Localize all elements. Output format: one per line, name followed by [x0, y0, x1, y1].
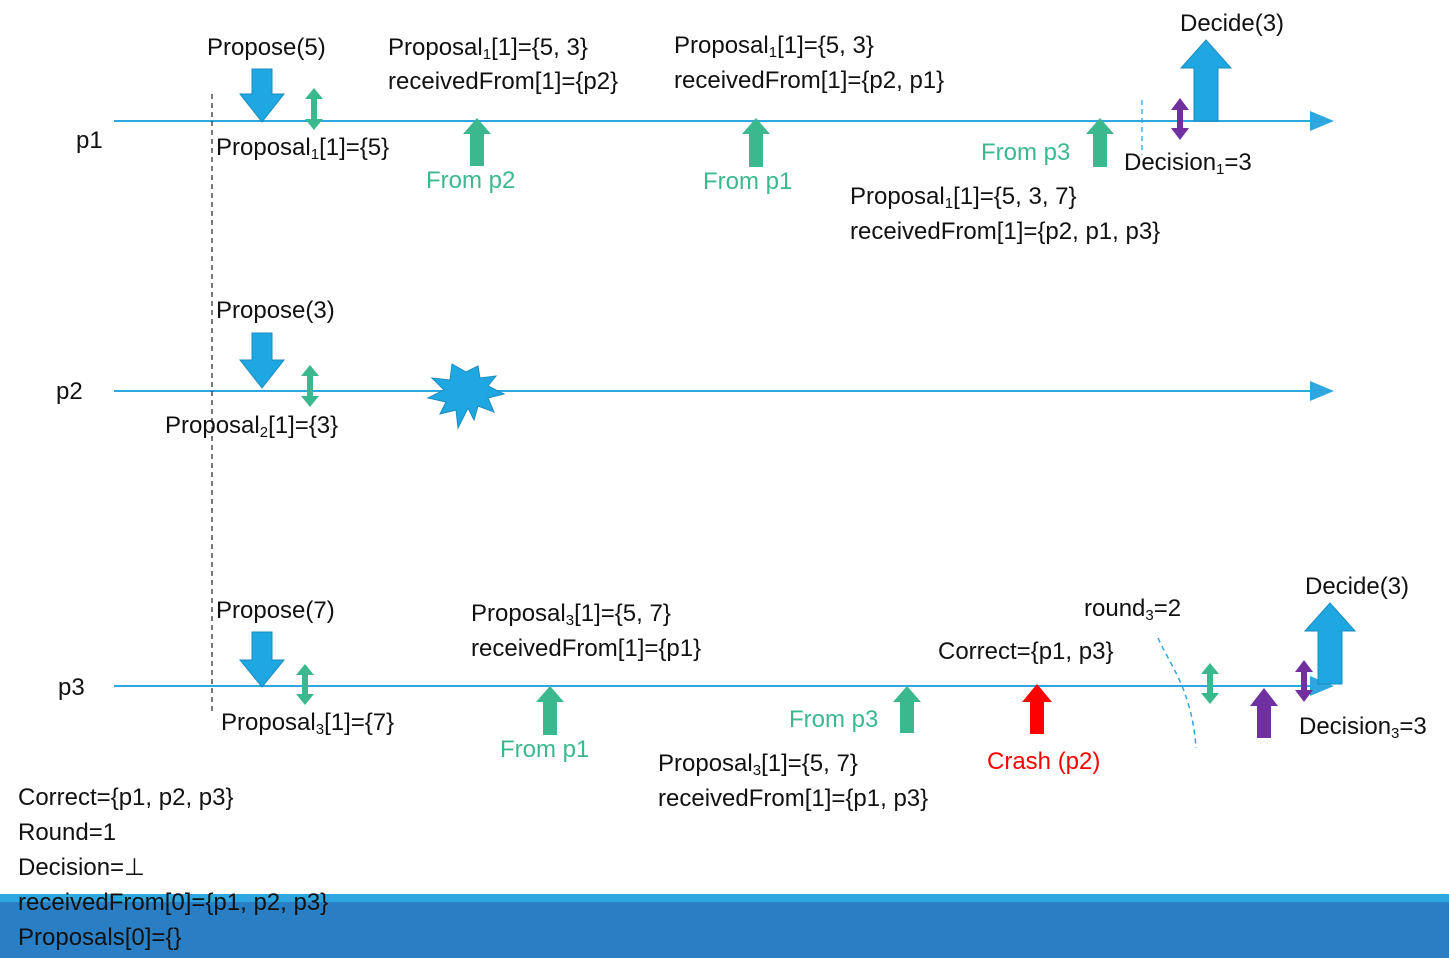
p3-round2-double-arrow	[1201, 663, 1219, 704]
p3-decision-double-arrow	[1295, 660, 1313, 702]
p3-receive-p1-arrow	[536, 686, 564, 735]
p3-decision-arrow	[1250, 688, 1278, 738]
p1-recv1-proposal-label: Proposal1[1]={5, 3}	[388, 34, 588, 63]
p1-decision-label: Decision1=3	[1124, 149, 1252, 178]
p1-local-double-arrow	[305, 88, 323, 130]
state-proposals: Proposals[0]={}	[18, 924, 182, 951]
p1-decision-double-arrow	[1171, 98, 1189, 140]
footer-band	[0, 894, 1449, 958]
p3-local-double-arrow	[296, 664, 314, 705]
p3-decide-label: Decide(3)	[1305, 573, 1410, 600]
p1-decide-arrow	[1179, 39, 1233, 122]
p2-initial-proposal-label: Proposal2[1]={3}	[165, 412, 339, 441]
p3-round-label: round3=2	[1084, 595, 1182, 624]
p1-from-p2-label: From p2	[426, 167, 516, 194]
state-correct: Correct={p1, p2, p3}	[18, 784, 234, 811]
process-label-p2: p2	[56, 378, 83, 405]
p1-receive-p3-arrow	[1086, 118, 1114, 167]
p1-propose-label: Propose(5)	[207, 34, 326, 61]
p1-from-p3-label: From p3	[981, 139, 1071, 166]
p3-from-p1-label: From p1	[500, 736, 590, 763]
p3-decide-arrow	[1303, 602, 1357, 685]
p1-receive-p2-arrow	[463, 118, 491, 166]
p1-recv3-proposal-label: Proposal1[1]={5, 3, 7}	[850, 183, 1077, 212]
p3-recv1-proposal-label: Proposal3[1]={5, 7}	[471, 600, 671, 629]
state-decision: Decision=⊥	[18, 854, 145, 881]
p1-decide-label: Decide(3)	[1180, 10, 1285, 37]
process-label-p3: p3	[58, 674, 85, 701]
initial-state-block: Correct={p1, p2, p3} Round=1 Decision=⊥ …	[18, 780, 328, 955]
p1-recv2-proposal-label: Proposal1[1]={5, 3}	[674, 32, 874, 61]
p3-correct-label: Correct={p1, p3}	[938, 638, 1114, 665]
p3-propose-label: Propose(7)	[216, 597, 335, 624]
p3-receive-p3-arrow	[893, 686, 921, 733]
p1-propose-arrow	[238, 68, 286, 123]
p1-recv1-from-label: receivedFrom[1]={p2}	[388, 68, 619, 95]
p2-propose-arrow	[238, 332, 286, 389]
p2-crash-burst	[426, 363, 506, 430]
state-round: Round=1	[18, 819, 117, 846]
p3-from-p3-label: From p3	[789, 706, 879, 733]
p3-crash-label: Crash (p2)	[987, 748, 1101, 775]
p3-propose-arrow	[238, 631, 286, 688]
process-label-p1: p1	[76, 127, 103, 154]
p3-initial-proposal-label: Proposal3[1]={7}	[221, 709, 395, 738]
p1-recv2-from-label: receivedFrom[1]={p2, p1}	[674, 67, 945, 94]
p2-propose-label: Propose(3)	[216, 297, 335, 324]
p3-recv1-from-label: receivedFrom[1]={p1}	[471, 635, 702, 662]
p1-from-p1-label: From p1	[703, 168, 793, 195]
p3-recv2-proposal-label: Proposal3[1]={5, 7}	[658, 750, 858, 779]
p3-decision-label: Decision3=3	[1299, 713, 1427, 742]
p1-receive-p1-arrow	[742, 118, 770, 167]
p1-initial-proposal-label: Proposal1[1]={5}	[216, 134, 390, 163]
p2-local-double-arrow	[301, 365, 319, 407]
state-received-from: receivedFrom[0]={p1, p2, p3}	[18, 889, 329, 916]
p3-recv2-from-label: receivedFrom[1]={p1, p3}	[658, 785, 929, 812]
p3-crash-notification-arrow	[1022, 684, 1052, 734]
p3-round-end-curve	[1157, 637, 1197, 749]
p1-recv3-from-label: receivedFrom[1]={p2, p1, p3}	[850, 218, 1161, 245]
